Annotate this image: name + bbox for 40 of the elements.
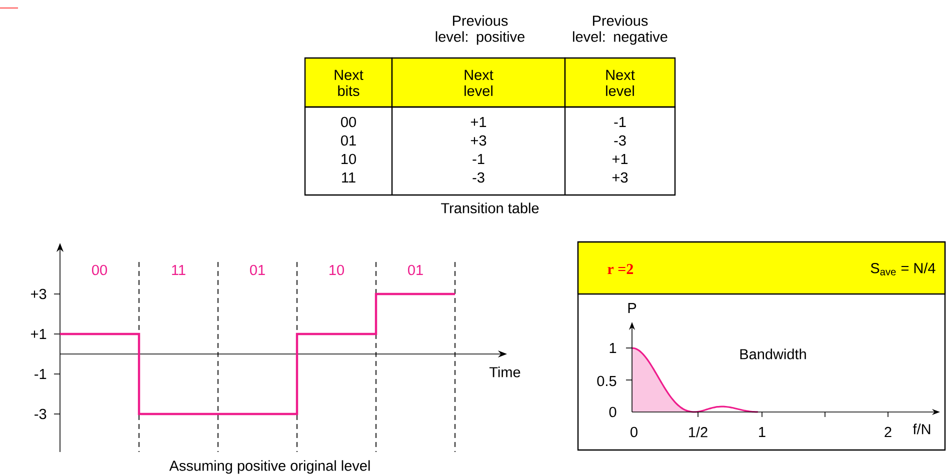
table-cell: 01 <box>341 135 356 146</box>
axis-label: Time <box>489 366 520 378</box>
table-cell: -3 <box>472 172 484 183</box>
table-cell: +3 <box>612 172 628 183</box>
bit-label: 10 <box>330 264 344 276</box>
column-heading: Previous level: positive <box>436 15 524 45</box>
axis-label: f/N <box>912 424 930 434</box>
bit-label: 11 <box>172 265 186 275</box>
plot-label: Bandwidth <box>740 348 806 360</box>
table-cell: 10 <box>342 154 356 164</box>
table-cell: -1 <box>614 117 626 127</box>
axis-label: P <box>628 303 636 313</box>
tick-label: 1/2 <box>689 426 708 438</box>
header-cell: Next level <box>564 57 676 108</box>
chart-caption: Assuming positive original level <box>169 460 370 474</box>
table-cell: 11 <box>342 172 356 182</box>
table-cell: +3 <box>470 135 486 146</box>
formula-label: S$_{ave}$ = N/4 <box>870 262 936 276</box>
table-cell: +1 <box>470 117 486 127</box>
table-cell: 00 <box>341 116 356 128</box>
tick-label: 0 <box>609 406 616 418</box>
table-cell: -3 <box>614 135 626 146</box>
bit-label: 01 <box>250 264 265 276</box>
table-cell: -1 <box>472 154 484 164</box>
tick-label: 0 <box>630 426 638 438</box>
tick-label: 0.5 <box>597 376 616 386</box>
header-cell: Next level <box>391 57 566 108</box>
header-cell: Next bits <box>304 57 393 108</box>
tick-label: 1 <box>610 343 616 353</box>
table-cell: +1 <box>612 154 628 164</box>
table-caption: Transition table <box>441 202 539 214</box>
tick-label: -3 <box>34 408 46 420</box>
bit-label: 00 <box>92 264 107 276</box>
tick-label: 2 <box>884 426 892 438</box>
column-heading: Previous level: negative <box>573 15 668 45</box>
bit-label: 01 <box>408 264 423 276</box>
tick-label: -1 <box>34 369 46 379</box>
tick-label: +3 <box>30 288 46 300</box>
tick-label: 1 <box>759 427 766 437</box>
tick-label: +1 <box>30 329 46 339</box>
